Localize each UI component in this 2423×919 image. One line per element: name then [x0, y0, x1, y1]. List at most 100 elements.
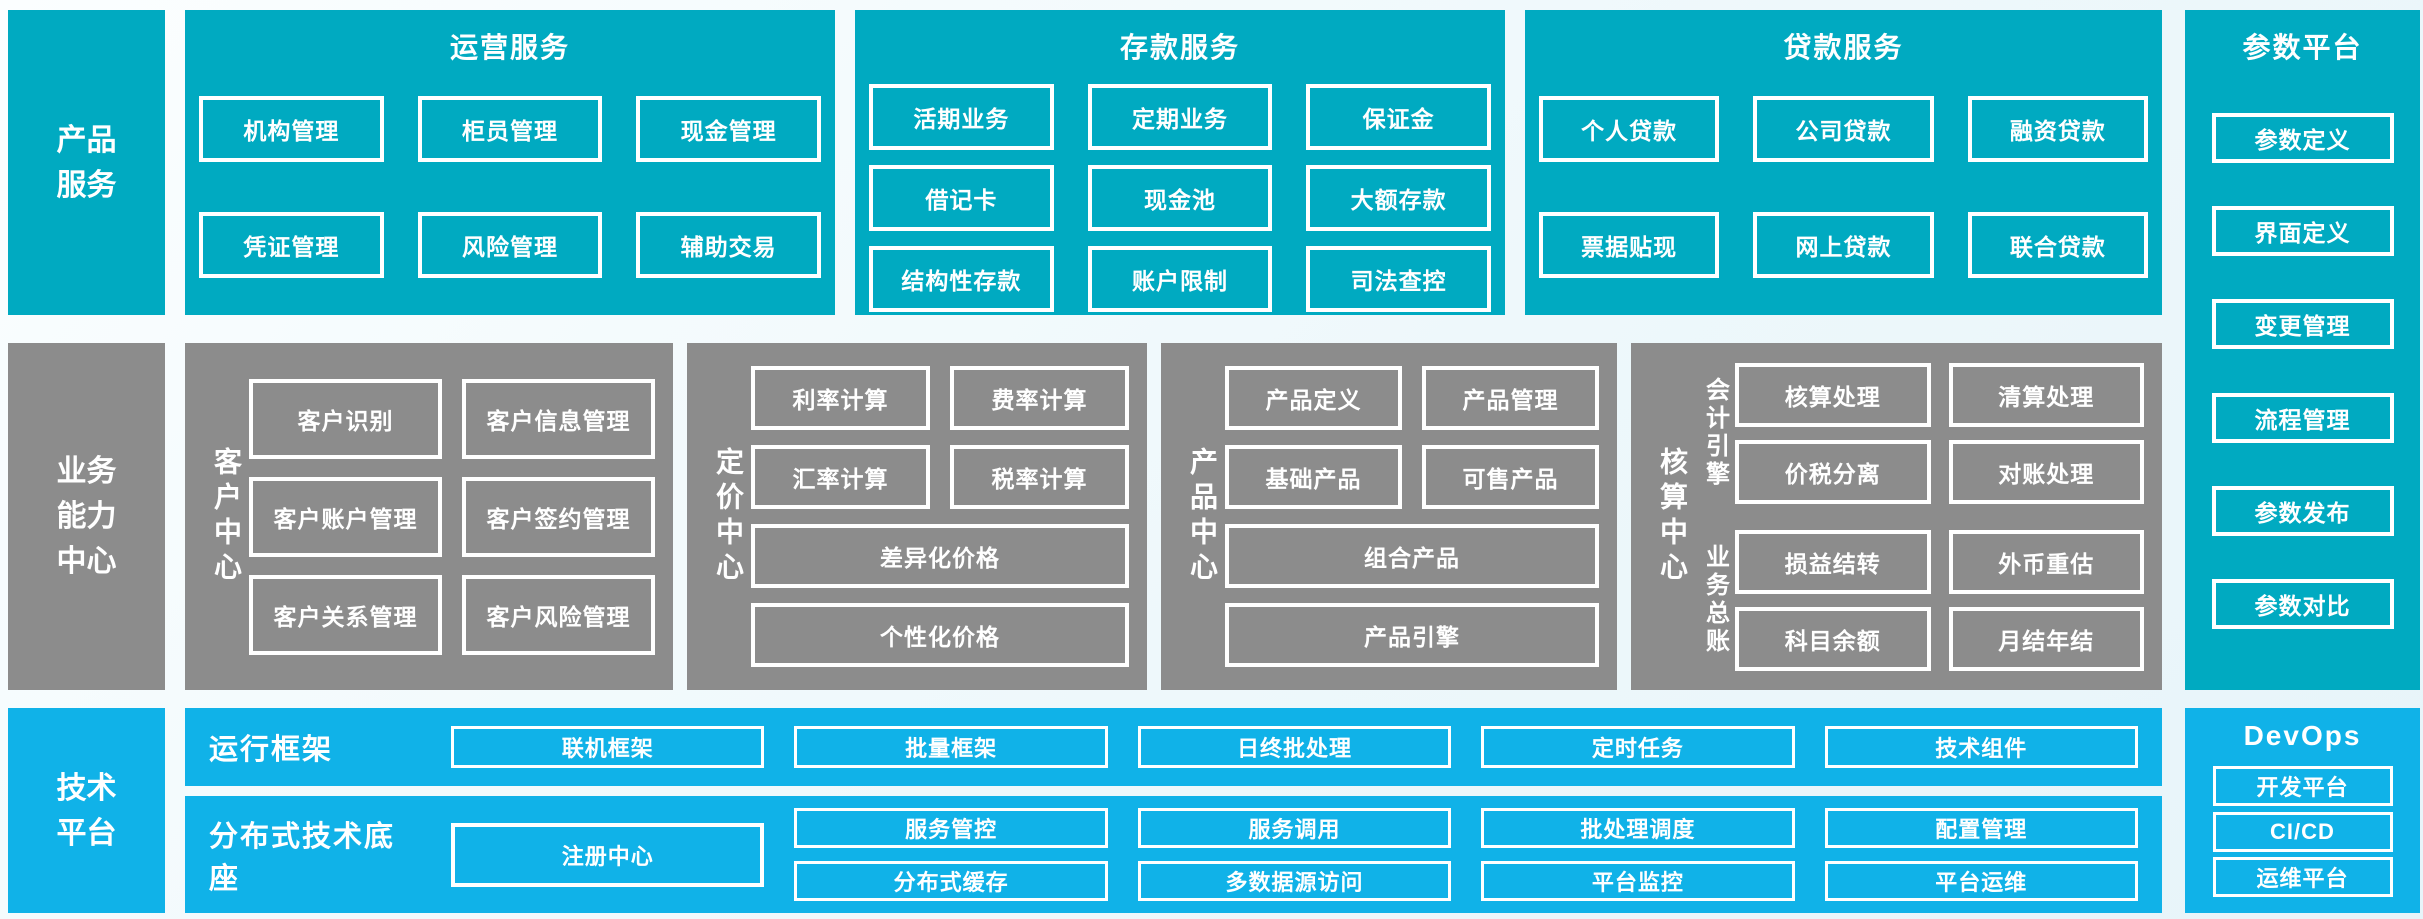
accounting-sections: 会计引擎 核算处理 清算处理 价税分离 对账处理 业务总账 损益结转 外币重估 … — [1695, 343, 2144, 690]
loan-grid: 个人贷款 公司贷款 融资贷款 票据贴现 网上贷款 联合贷款 — [1525, 66, 2162, 278]
panel-title: DevOps — [2243, 720, 2362, 751]
module-box: 月结年结 — [1948, 606, 2144, 671]
module-box: 结构性存款 — [869, 246, 1054, 312]
module-box: 票据贴现 — [1539, 212, 1720, 278]
row-label-text: 产品服务 — [56, 123, 117, 202]
module-box: 运维平台 — [2212, 857, 2393, 898]
product-grid: 产品定义 产品管理 基础产品 可售产品 组合产品 产品引擎 — [1225, 343, 1599, 690]
module-box: 平台监控 — [1481, 861, 1795, 901]
panel-parameter-platform: 参数平台 参数定义 界面定义 变更管理 流程管理 参数发布 参数对比 — [2185, 10, 2420, 690]
module-box: 司法查控 — [1306, 246, 1491, 312]
panel-title: 参数平台 — [2242, 32, 2363, 63]
module-box: 科目余额 — [1735, 606, 1931, 671]
module-box: 产品引擎 — [1225, 603, 1599, 667]
row-label-product-services: 产品服务 — [8, 10, 165, 315]
module-box: 费率计算 — [950, 366, 1129, 430]
accounting-engine-section: 会计引擎 核算处理 清算处理 价税分离 对账处理 — [1695, 362, 2144, 504]
module-box: 日终批处理 — [1137, 726, 1452, 768]
module-box: 注册中心 — [451, 822, 765, 887]
panel-accounting-center: 核算中心 会计引擎 核算处理 清算处理 价税分离 对账处理 业务总账 损益结转 … — [1631, 343, 2162, 690]
module-box: 机构管理 — [199, 96, 384, 162]
module-box: 产品定义 — [1225, 366, 1402, 430]
panel-title: 贷款服务 — [1783, 32, 1904, 63]
module-box: 外币重估 — [1948, 529, 2144, 594]
module-box: 变更管理 — [2211, 299, 2394, 350]
module-box: CI/CD — [2212, 811, 2393, 852]
module-box: 客户签约管理 — [462, 476, 655, 557]
deposit-grid: 活期业务 定期业务 保证金 借记卡 现金池 大额存款 结构性存款 账户限制 司法… — [855, 66, 1505, 312]
panel-runtime-framework: 运行框架 联机框架 批量框架 日终批处理 定时任务 技术组件 — [185, 708, 2162, 786]
center-label: 产品中心 — [1187, 446, 1218, 587]
module-box: 组合产品 — [1225, 524, 1599, 588]
module-box: 服务调用 — [1137, 808, 1452, 848]
module-box: 配置管理 — [1824, 808, 2138, 848]
module-box: 客户风险管理 — [462, 574, 655, 655]
module-box: 界面定义 — [2211, 206, 2394, 257]
module-box: 损益结转 — [1735, 529, 1931, 594]
panel-loan-services: 贷款服务 个人贷款 公司贷款 融资贷款 票据贴现 网上贷款 联合贷款 — [1525, 10, 2162, 315]
module-box: 定期业务 — [1087, 84, 1273, 150]
module-box: 开发平台 — [2212, 765, 2393, 806]
panel-customer-center: 客户中心 客户识别 客户信息管理 客户账户管理 客户签约管理 客户关系管理 客户… — [185, 343, 673, 690]
business-ledger-section: 业务总账 损益结转 外币重估 科目余额 月结年结 — [1695, 529, 2144, 671]
center-label: 客户中心 — [211, 446, 242, 587]
devops-list: 开发平台 CI/CD 运维平台 — [2185, 760, 2420, 913]
center-label: 核算中心 — [1657, 446, 1688, 587]
module-box: 现金管理 — [636, 96, 821, 162]
section-label: 业务总账 — [1701, 544, 1729, 656]
module-box: 分布式缓存 — [794, 861, 1108, 901]
module-box: 联机框架 — [451, 726, 765, 768]
ledger-grid: 损益结转 外币重估 科目余额 月结年结 — [1735, 529, 2144, 671]
module-box: 核算处理 — [1735, 362, 1931, 427]
module-box: 价税分离 — [1735, 439, 1931, 504]
module-box: 融资贷款 — [1967, 96, 2148, 162]
module-box: 服务管控 — [794, 808, 1108, 848]
module-box: 汇率计算 — [751, 445, 930, 509]
module-box: 个性化价格 — [751, 603, 1129, 667]
runtime-grid: 联机框架 批量框架 日终批处理 定时任务 技术组件 — [451, 726, 2138, 768]
module-box: 借记卡 — [869, 165, 1054, 231]
module-box: 流程管理 — [2211, 392, 2394, 443]
row-label-text: 技术平台 — [56, 771, 117, 850]
module-box: 参数对比 — [2211, 578, 2394, 629]
customer-grid: 客户识别 客户信息管理 客户账户管理 客户签约管理 客户关系管理 客户风险管理 — [249, 343, 655, 690]
module-box: 清算处理 — [1948, 362, 2144, 427]
section-label: 会计引擎 — [1701, 377, 1729, 489]
module-box: 产品管理 — [1422, 366, 1599, 430]
panel-devops: DevOps 开发平台 CI/CD 运维平台 — [2185, 708, 2420, 913]
module-box: 税率计算 — [950, 445, 1129, 509]
pricing-grid: 利率计算 费率计算 汇率计算 税率计算 差异化价格 个性化价格 — [751, 343, 1129, 690]
panel-title: 运营服务 — [449, 32, 570, 63]
module-box: 平台运维 — [1824, 861, 2138, 901]
panel-operation-services: 运营服务 机构管理 柜员管理 现金管理 凭证管理 风险管理 辅助交易 — [185, 10, 835, 315]
panel-deposit-services: 存款服务 活期业务 定期业务 保证金 借记卡 现金池 大额存款 结构性存款 账户… — [855, 10, 1505, 315]
module-box: 网上贷款 — [1753, 212, 1934, 278]
module-box: 保证金 — [1306, 84, 1491, 150]
module-box: 技术组件 — [1824, 726, 2138, 768]
module-box: 风险管理 — [417, 212, 603, 278]
module-box: 客户账户管理 — [249, 476, 442, 557]
module-box: 现金池 — [1087, 165, 1273, 231]
parameter-list: 参数定义 界面定义 变更管理 流程管理 参数发布 参数对比 — [2185, 70, 2420, 690]
panel-label: 运行框架 — [209, 734, 334, 766]
engine-grid: 核算处理 清算处理 价税分离 对账处理 — [1735, 362, 2144, 504]
module-box: 个人贷款 — [1539, 96, 1720, 162]
panel-title: 存款服务 — [1119, 32, 1240, 63]
module-box: 定时任务 — [1481, 726, 1795, 768]
module-box: 参数发布 — [2211, 485, 2394, 536]
module-box: 活期业务 — [869, 84, 1054, 150]
module-box: 联合贷款 — [1967, 212, 2148, 278]
module-box: 多数据源访问 — [1137, 861, 1452, 901]
module-box: 差异化价格 — [751, 524, 1129, 588]
module-box: 大额存款 — [1306, 165, 1491, 231]
module-box: 客户信息管理 — [462, 378, 655, 459]
panel-pricing-center: 定价中心 利率计算 费率计算 汇率计算 税率计算 差异化价格 个性化价格 — [687, 343, 1147, 690]
panel-distributed-tech-base: 分布式技术底座 注册中心 服务管控 服务调用 批处理调度 配置管理 分布式缓存 … — [185, 796, 2162, 913]
row-label-text: 业务能力中心 — [56, 455, 117, 578]
module-box: 柜员管理 — [417, 96, 603, 162]
module-box: 客户关系管理 — [249, 574, 442, 655]
module-box: 参数定义 — [2211, 113, 2394, 164]
module-box: 利率计算 — [751, 366, 930, 430]
module-box: 凭证管理 — [199, 212, 384, 278]
